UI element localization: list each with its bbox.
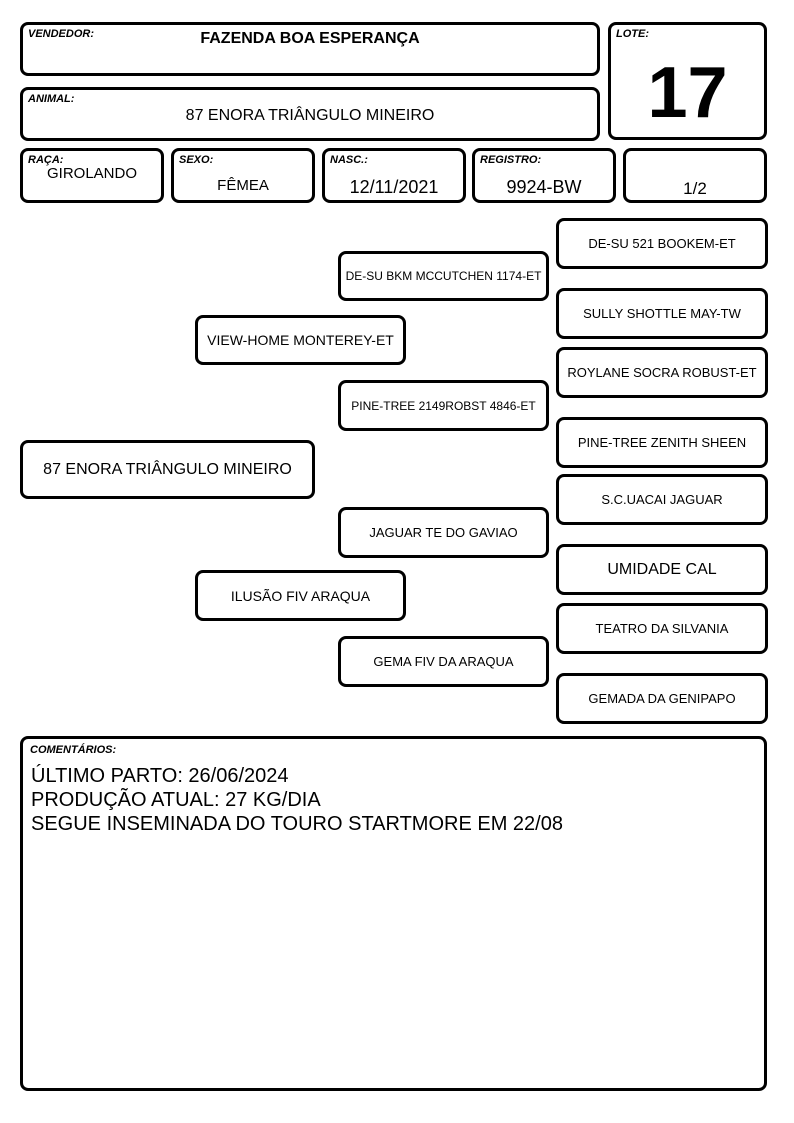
pedigree-dam-dam: GEMA FIV DA ARAQUA [338, 636, 549, 687]
pedigree-ggp-4: PINE-TREE ZENITH SHEEN [556, 417, 768, 468]
sexo-label: SEXO: [179, 154, 214, 166]
grau-sangue-box: 1/2 [623, 148, 767, 203]
comment-line: PRODUÇÃO ATUAL: 27 KG/DIA [31, 789, 321, 811]
nasc-label: NASC.: [330, 154, 368, 166]
pedigree-sire-dam: PINE-TREE 2149ROBST 4846-ET [338, 380, 549, 431]
pedigree-dam-sire: JAGUAR TE DO GAVIAO [338, 507, 549, 558]
vendedor-value: FAZENDA BOA ESPERANÇA [200, 30, 420, 47]
comments-label: COMENTÁRIOS: [30, 744, 117, 756]
lote-box: LOTE: 17 [608, 22, 767, 140]
lote-label: LOTE: [616, 28, 649, 40]
pedigree-ggp-8: GEMADA DA GENIPAPO [556, 673, 768, 724]
pedigree-animal: 87 ENORA TRIÂNGULO MINEIRO [20, 440, 315, 499]
pedigree-sire-sire: DE-SU BKM MCCUTCHEN 1174-ET [338, 251, 549, 301]
pedigree-ggp-5: S.C.UACAI JAGUAR [556, 474, 768, 525]
comment-line: ÚLTIMO PARTO: 26/06/2024 [31, 765, 289, 787]
raca-value: GIROLANDO [46, 165, 137, 182]
sexo-box: SEXO: FÊMEA [171, 148, 315, 203]
raca-label: RAÇA: [28, 154, 64, 166]
animal-box: ANIMAL: 87 ENORA TRIÂNGULO MINEIRO [20, 87, 600, 141]
animal-value: 87 ENORA TRIÂNGULO MINEIRO [185, 107, 435, 124]
comment-line: SEGUE INSEMINADA DO TOURO STARTMORE EM 2… [31, 813, 563, 835]
nasc-box: NASC.: 12/11/2021 [322, 148, 466, 203]
nasc-value: 12/11/2021 [349, 177, 439, 197]
pedigree-dam: ILUSÃO FIV ARAQUA [195, 570, 406, 621]
pedigree-ggp-3: ROYLANE SOCRA ROBUST-ET [556, 347, 768, 398]
pedigree-ggp-6: UMIDADE CAL [556, 544, 768, 595]
raca-box: RAÇA: GIROLANDO [20, 148, 164, 203]
vendedor-label: VENDEDOR: [28, 28, 95, 40]
pedigree-sire: VIEW-HOME MONTEREY-ET [195, 315, 406, 365]
registro-value: 9924-BW [506, 177, 582, 197]
vendedor-box: VENDEDOR: FAZENDA BOA ESPERANÇA [20, 22, 600, 76]
sexo-value: FÊMEA [217, 177, 269, 194]
registro-label: REGISTRO: [480, 154, 542, 166]
grau-sangue-value: 1/2 [683, 179, 707, 198]
lote-value: 17 [647, 53, 728, 133]
animal-label: ANIMAL: [28, 93, 75, 105]
pedigree-ggp-7: TEATRO DA SILVANIA [556, 603, 768, 654]
pedigree-ggp-2: SULLY SHOTTLE MAY-TW [556, 288, 768, 339]
pedigree-ggp-1: DE-SU 521 BOOKEM-ET [556, 218, 768, 269]
registro-box: REGISTRO: 9924-BW [472, 148, 616, 203]
comments-box: COMENTÁRIOS: ÚLTIMO PARTO: 26/06/2024 PR… [20, 736, 767, 1091]
